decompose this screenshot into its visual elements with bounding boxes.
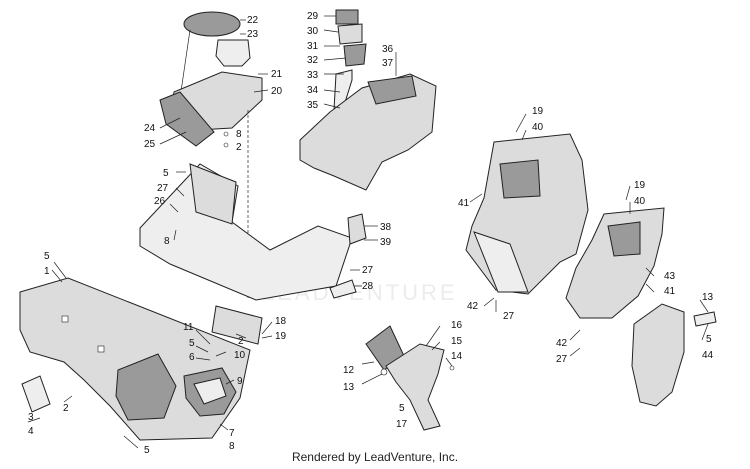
mud-flap-group — [361, 325, 455, 431]
callout-2-a: 2 — [236, 142, 242, 153]
callout-2-b: 2 — [238, 336, 244, 347]
callout-27-c: 27 — [503, 311, 515, 322]
callout-24: 24 — [144, 123, 156, 134]
cup-holder-insert-part — [215, 39, 251, 67]
bracket-38-part — [347, 213, 367, 245]
callout-3: 3 — [28, 412, 34, 423]
callout-27-b: 27 — [362, 265, 374, 276]
mesh-net-part — [183, 11, 241, 37]
callout-31: 31 — [307, 41, 319, 52]
callout-16: 16 — [451, 320, 463, 331]
callout-38: 38 — [380, 222, 392, 233]
callout-33: 33 — [307, 70, 319, 81]
callout-21: 21 — [271, 69, 283, 80]
callout-5-b: 5 — [44, 251, 50, 262]
fender-pocket-upper-part — [499, 159, 541, 199]
callout-32: 32 — [307, 55, 319, 66]
storage-bin-group — [159, 11, 269, 300]
callout-28: 28 — [362, 281, 374, 292]
callout-37: 37 — [382, 58, 394, 69]
floor-pan-group — [139, 163, 353, 301]
callout-9: 9 — [237, 376, 243, 387]
callout-30: 30 — [307, 26, 319, 37]
support-bracket-part — [211, 305, 263, 345]
fender-pocket-lower-part — [607, 221, 641, 257]
callout-19-c: 19 — [634, 180, 646, 191]
callout-34: 34 — [307, 85, 319, 96]
mud-flap-part — [385, 343, 445, 431]
callout-18: 18 — [275, 316, 287, 327]
bracket-group — [329, 213, 378, 299]
rendered-by-footer: Rendered by LeadVenture, Inc. — [291, 450, 459, 464]
fender-panel-upper-part — [465, 133, 589, 295]
callout-5-a: 5 — [163, 168, 169, 179]
callout-10: 10 — [234, 350, 246, 361]
callout-22: 22 — [247, 15, 259, 26]
callout-2-c: 2 — [63, 403, 69, 414]
callout-27-a: 27 — [157, 183, 169, 194]
center-console-group — [299, 9, 437, 191]
duct-inner-part — [193, 377, 227, 405]
firewall-vent-part — [115, 353, 177, 421]
shifter-boot-part — [343, 43, 367, 67]
callout-17: 17 — [396, 419, 408, 430]
callout-5-f: 5 — [706, 334, 712, 345]
callout-19-a: 19 — [275, 331, 287, 342]
callout-8-a: 8 — [236, 129, 242, 140]
callout-13-a: 13 — [343, 382, 355, 393]
duct-group — [123, 305, 273, 449]
console-grille-part — [159, 91, 215, 147]
callout-26: 26 — [154, 196, 166, 207]
bracket-28-part — [329, 279, 357, 299]
callout-41-a: 41 — [458, 198, 470, 209]
callout-8-b: 8 — [164, 236, 170, 247]
floor-pan-wall-part — [189, 163, 237, 225]
callout-7: 7 — [229, 428, 235, 439]
callout-5-e: 5 — [399, 403, 405, 414]
callout-5-c: 5 — [189, 338, 195, 349]
console-label-part — [367, 75, 417, 105]
callout-42-a: 42 — [467, 301, 479, 312]
callout-12: 12 — [343, 365, 355, 376]
callout-4: 4 — [28, 426, 34, 437]
fender-lower-group — [565, 185, 665, 357]
callout-29: 29 — [307, 11, 319, 22]
callout-11: 11 — [183, 322, 194, 333]
switch-block-part — [335, 9, 359, 25]
callout-36: 36 — [382, 44, 394, 55]
callout-44: 44 — [702, 350, 714, 361]
callout-13-b: 13 — [702, 292, 714, 303]
callout-27-d: 27 — [556, 354, 568, 365]
callout-15: 15 — [451, 336, 463, 347]
fender-upper-group — [465, 113, 589, 312]
callout-41-b: 41 — [664, 286, 676, 297]
callout-39: 39 — [380, 237, 392, 248]
side-trim-part — [631, 303, 685, 407]
callout-6: 6 — [189, 352, 195, 363]
callout-labels: 22 23 21 20 24 25 8 2 29 30 31 32 33 34 … — [28, 11, 714, 456]
switch-bezel-part — [337, 23, 363, 45]
trim-bracket-part — [693, 311, 717, 327]
callout-5-d: 5 — [144, 445, 150, 456]
console-cover-part — [299, 73, 437, 191]
callout-40-b: 40 — [634, 196, 646, 207]
callout-14: 14 — [451, 351, 463, 362]
callout-1: 1 — [44, 266, 50, 277]
callout-42-b: 42 — [556, 338, 568, 349]
callout-20: 20 — [271, 86, 283, 97]
floor-pan-part — [139, 163, 353, 301]
callout-25: 25 — [144, 139, 156, 150]
side-trim-group — [631, 299, 717, 407]
callout-35: 35 — [307, 100, 319, 111]
callout-40-a: 40 — [532, 122, 544, 133]
callout-8-c: 8 — [229, 441, 235, 452]
callout-43: 43 — [664, 271, 676, 282]
clip-plate-part — [21, 375, 51, 413]
shift-lever-part — [333, 69, 353, 113]
fender-step-upper-part — [473, 231, 529, 293]
callout-23: 23 — [247, 29, 259, 40]
callout-19-b: 19 — [532, 106, 544, 117]
